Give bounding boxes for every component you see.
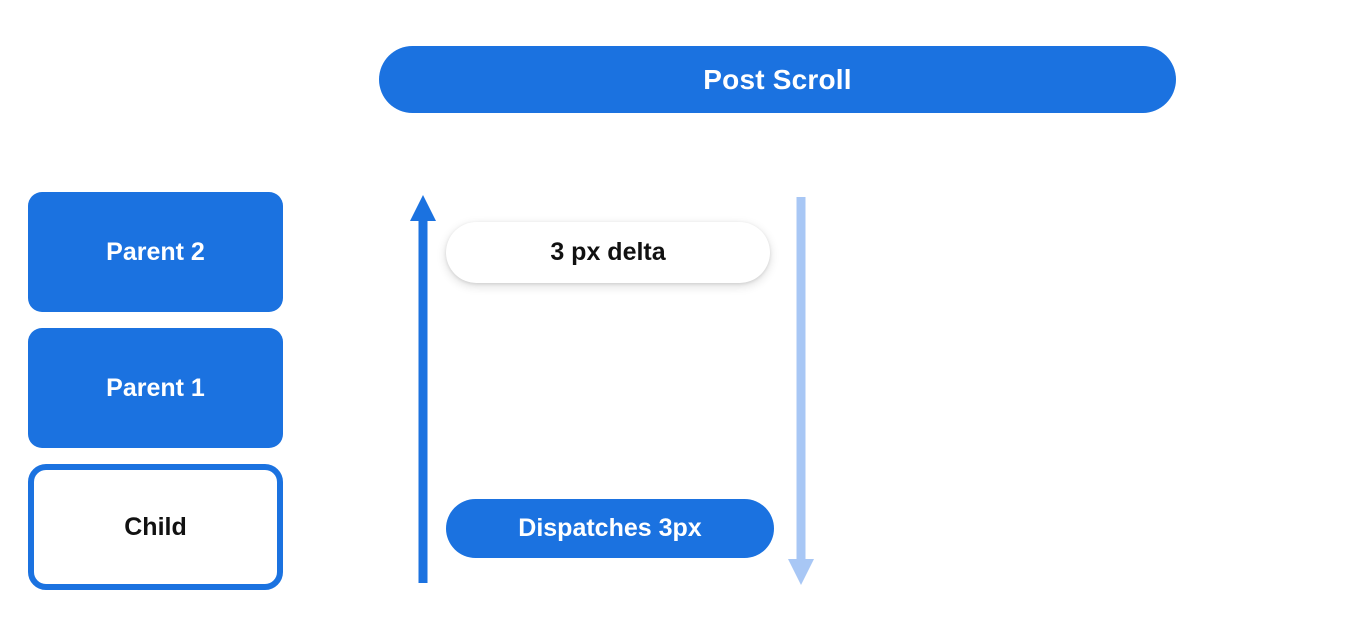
delta-callout: 3 px delta — [446, 222, 770, 283]
scroll-down-arrow-icon — [788, 197, 814, 585]
view-hierarchy-stack: Parent 2 Parent 1 Child — [28, 192, 283, 590]
scroll-up-arrow-icon — [410, 195, 436, 583]
hierarchy-box-parent-2[interactable]: Parent 2 — [28, 192, 283, 312]
hierarchy-box-child[interactable]: Child — [28, 464, 283, 590]
hierarchy-box-label: Parent 2 — [106, 237, 205, 266]
dispatch-callout: Dispatches 3px — [446, 499, 774, 558]
delta-callout-label: 3 px delta — [550, 238, 666, 266]
page-title: Post Scroll — [703, 63, 852, 95]
post-scroll-header: Post Scroll — [379, 46, 1176, 113]
hierarchy-box-label: Parent 1 — [106, 373, 205, 402]
dispatch-callout-label: Dispatches 3px — [518, 514, 702, 542]
hierarchy-box-parent-1[interactable]: Parent 1 — [28, 328, 283, 448]
hierarchy-box-label: Child — [124, 512, 187, 541]
